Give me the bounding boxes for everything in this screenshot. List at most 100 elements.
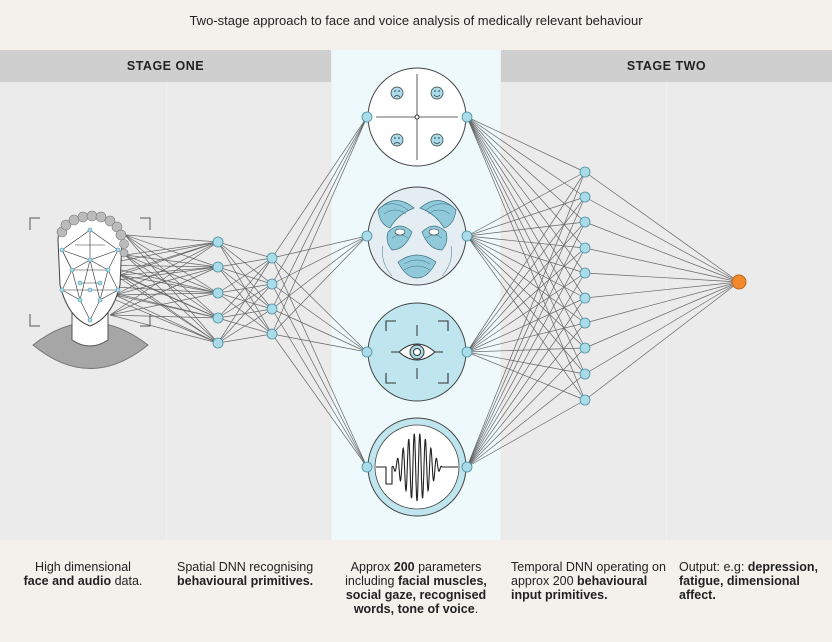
temporal-node xyxy=(579,191,591,203)
output-node xyxy=(731,274,747,290)
diagram-title: Two-stage approach to face and voice ana… xyxy=(189,13,643,28)
edge xyxy=(109,314,219,344)
edge xyxy=(271,235,368,310)
edge xyxy=(124,234,219,319)
spatial-layer1-node xyxy=(212,287,224,299)
edge xyxy=(466,221,586,353)
edge xyxy=(466,235,586,375)
edge xyxy=(466,235,586,274)
temporal-node xyxy=(579,166,591,178)
caption-output: Output: e.g: depression, fatigue, dimens… xyxy=(667,540,832,642)
facial-muscles-icon xyxy=(367,186,467,286)
edge xyxy=(584,272,740,283)
caption-temporal-dnn: Temporal DNN operating on approx 200 beh… xyxy=(501,540,666,642)
edge xyxy=(584,281,740,324)
edge xyxy=(466,116,586,375)
edge xyxy=(584,171,740,283)
edge xyxy=(119,241,219,276)
edge xyxy=(271,235,368,259)
network-nodes xyxy=(212,111,747,473)
edge xyxy=(466,116,586,401)
parameter-input-node xyxy=(361,111,373,123)
spatial-layer2-node xyxy=(266,328,278,340)
stage-two-header: STAGE TWO xyxy=(501,50,832,82)
edge xyxy=(109,314,219,319)
edge xyxy=(584,281,740,401)
edge xyxy=(271,283,368,468)
edge xyxy=(271,116,368,310)
edge xyxy=(466,235,586,299)
temporal-node xyxy=(579,368,591,380)
temporal-node xyxy=(579,267,591,279)
edge xyxy=(466,221,586,468)
edge xyxy=(466,116,586,173)
spatial-layer1-node xyxy=(212,312,224,324)
edge xyxy=(124,234,219,294)
edge xyxy=(466,235,586,324)
parameter-input-node xyxy=(361,461,373,473)
temporal-node xyxy=(579,342,591,354)
temporal-node xyxy=(579,292,591,304)
stage-one-header: STAGE ONE xyxy=(0,50,331,82)
edge xyxy=(466,247,586,353)
edge xyxy=(109,266,219,316)
parameter-input-node xyxy=(361,346,373,358)
edge xyxy=(271,333,368,468)
face-mesh-icon xyxy=(29,210,151,369)
edge xyxy=(584,221,740,283)
edge xyxy=(466,116,586,324)
edge xyxy=(466,116,586,274)
edge xyxy=(271,235,368,335)
caption-spatial-dnn: Spatial DNN recognising behavioural prim… xyxy=(167,540,331,642)
spatial-layer2-node xyxy=(266,303,278,315)
edge xyxy=(271,116,368,285)
parameter-input-node xyxy=(361,230,373,242)
edge xyxy=(124,254,219,344)
spatial-layer1-node xyxy=(212,236,224,248)
edge xyxy=(466,347,586,353)
parameter-output-node xyxy=(461,230,473,242)
temporal-node xyxy=(579,216,591,228)
edge xyxy=(271,333,368,353)
parameter-output-node xyxy=(461,461,473,473)
edge xyxy=(109,292,219,316)
edge xyxy=(466,351,586,375)
edge xyxy=(466,116,586,223)
edge xyxy=(109,241,219,316)
edge xyxy=(466,221,586,237)
edge xyxy=(584,196,740,283)
edge xyxy=(466,116,586,349)
edge xyxy=(466,171,586,353)
temporal-node xyxy=(579,317,591,329)
edge xyxy=(466,235,586,401)
edge xyxy=(466,116,586,249)
edge xyxy=(217,257,273,319)
edge xyxy=(217,241,273,259)
edge xyxy=(271,257,368,468)
edge xyxy=(119,274,219,344)
edge xyxy=(466,116,586,299)
caption-input: High dimensional face and audio data. xyxy=(0,540,166,642)
caption-parameters: Approx 200 parameters including facial m… xyxy=(332,540,500,642)
edge xyxy=(466,235,586,249)
edge xyxy=(217,257,273,294)
edge xyxy=(271,116,368,335)
edge xyxy=(217,241,273,285)
gaze-eye-icon xyxy=(367,302,467,402)
spatial-layer1-node xyxy=(212,337,224,349)
parameter-output-node xyxy=(461,111,473,123)
edge xyxy=(124,254,219,294)
edge xyxy=(466,116,586,198)
edge xyxy=(217,283,273,344)
temporal-node xyxy=(579,394,591,406)
edge xyxy=(114,292,219,296)
edge xyxy=(217,257,273,344)
edge xyxy=(466,297,586,353)
edge xyxy=(124,254,219,319)
edge xyxy=(466,196,586,468)
edge xyxy=(466,235,586,349)
edge xyxy=(466,272,586,353)
edge xyxy=(466,347,586,468)
edge xyxy=(217,333,273,344)
